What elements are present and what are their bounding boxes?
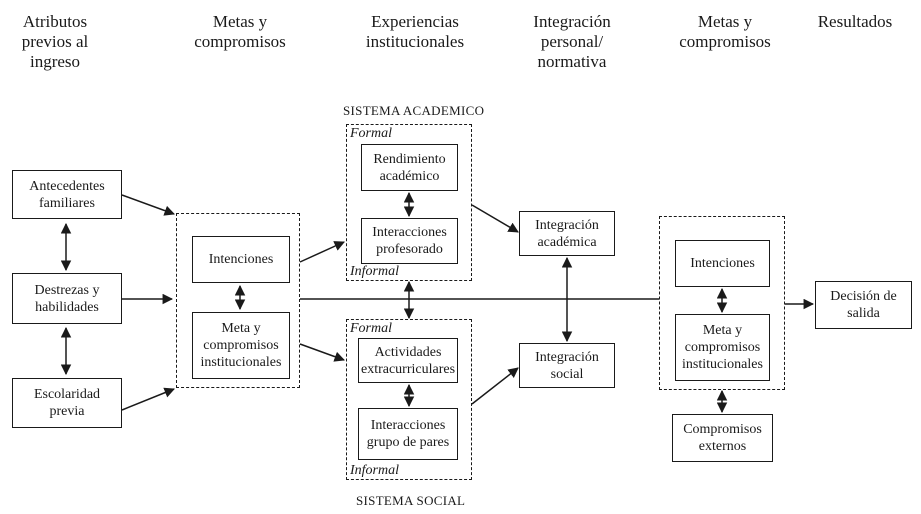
header-goals-1: Metas y compromisos [194, 12, 286, 51]
social-system-container [346, 319, 472, 480]
arrow-antecedentes-goals [121, 194, 175, 216]
node-integracion-academica: Integración académica [519, 211, 615, 256]
header-experiences: Experiencias institucionales [365, 12, 465, 51]
node-destrezas: Destrezas y habilidades [12, 273, 122, 324]
social-informal-label: Informal [350, 463, 399, 478]
academic-system-label: SISTEMA ACADEMICO [343, 103, 485, 118]
arrow-social-integration [471, 367, 519, 405]
node-interacciones-pares: Interacciones grupo de pares [358, 408, 458, 460]
social-formal-label: Formal [350, 321, 392, 336]
goals-container-1 [176, 213, 300, 388]
arrow-escolaridad-goals [121, 387, 175, 411]
header-attributes: Atributos previos al ingreso [21, 12, 89, 71]
arrow-goals-social [299, 343, 345, 362]
node-compromisos-externos: Compromisos externos [672, 414, 773, 462]
goals-container-2 [659, 216, 785, 390]
node-actividades: Actividades extracurriculares [358, 338, 458, 383]
header-integration: Integración personal/ normativa [533, 12, 611, 71]
node-decision-salida: Decisión de salida [815, 281, 912, 329]
arrow-goals-academic [299, 241, 345, 263]
node-meta-2: Meta y compromisos institucionales [675, 314, 770, 381]
node-intenciones-2: Intenciones [675, 240, 770, 287]
node-rendimiento: Rendimiento académico [361, 144, 458, 191]
node-interacciones-prof: Interacciones profesorado [361, 218, 458, 264]
arrow-academic-integration [471, 204, 519, 233]
node-intenciones-1: Intenciones [192, 236, 290, 283]
header-goals-2: Metas y compromisos [679, 12, 771, 51]
node-integracion-social: Integración social [519, 343, 615, 388]
academic-informal-label: Informal [350, 264, 399, 279]
academic-formal-label: Formal [350, 126, 392, 141]
node-meta-1: Meta y compromisos institucionales [192, 312, 290, 379]
node-escolaridad: Escolaridad previa [12, 378, 122, 428]
header-results: Resultados [817, 12, 893, 31]
node-antecedentes: Antecedentes familiares [12, 170, 122, 219]
social-system-label: SISTEMA SOCIAL [356, 493, 466, 508]
academic-system-container [346, 124, 472, 281]
